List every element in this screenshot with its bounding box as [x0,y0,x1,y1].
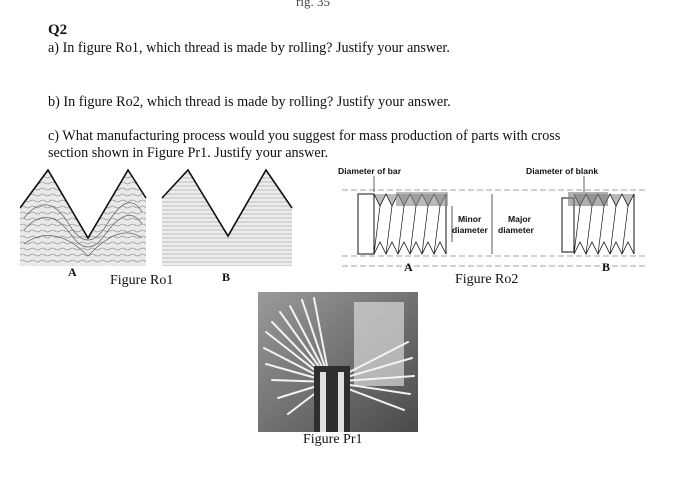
thread-a-ro2 [357,192,448,255]
ro2-diameter-1: diameter [452,225,488,235]
ro1-caption: Figure Ro1 [110,273,174,288]
figure-ro2-drawing: Diameter of bar Diameter of blank Minor … [338,166,648,267]
ro1-label-a: A [68,265,77,279]
pr1-caption: Figure Pr1 [303,432,363,447]
thread-b-ro2 [561,192,635,255]
question-part-c-line2: section shown in Figure Pr1. Justify you… [48,145,329,161]
header-fragment: rig. 35 [296,0,330,9]
question-part-c-line1: c) What manufacturing process would you … [48,128,561,144]
question-number: Q2 [48,22,68,38]
question-part-b: b) In figure Ro2, which thread is made b… [48,94,451,110]
question-part-a: a) In figure Ro1, which thread is made b… [48,40,450,56]
ro1-label-b: B [222,270,231,284]
ro2-diameter-of-bar: Diameter of bar [338,166,402,176]
ro2-diameter-2: diameter [498,225,534,235]
thread-b-ro1 [161,168,293,266]
ro2-label-a: A [404,260,413,274]
ro2-caption: Figure Ro2 [455,272,519,287]
thread-a-ro1 [20,168,147,266]
figure-pr1-photo [258,292,418,432]
heat-sink-image [258,292,418,432]
figure-ro1-drawing [20,168,293,266]
ro2-label-b: B [602,260,611,274]
ro2-diameter-of-blank: Diameter of blank [526,166,598,176]
ro2-major: Major [508,214,532,224]
ro2-minor: Minor [458,214,482,224]
